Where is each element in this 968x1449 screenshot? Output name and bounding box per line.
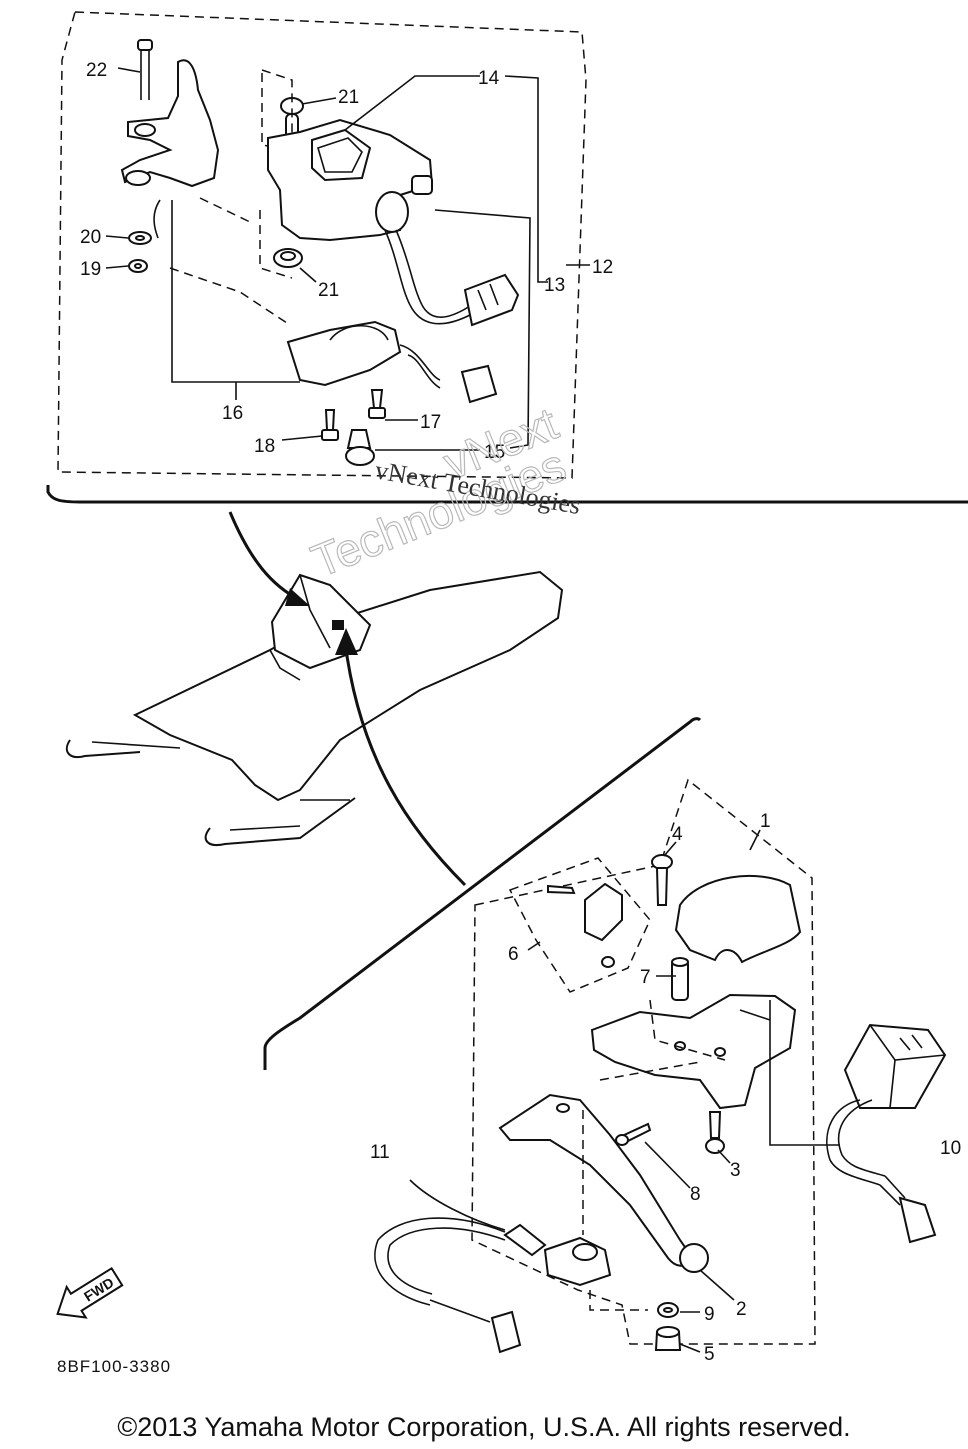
part-label-21-lower: 21 [318, 280, 339, 301]
part-label-10: 10 [940, 1138, 961, 1159]
part-label-18: 18 [254, 436, 275, 457]
snowmobile-illustration [65, 570, 564, 846]
subassembly-6 [508, 857, 651, 993]
part-label-3: 3 [730, 1160, 741, 1181]
part-label-16: 16 [222, 403, 243, 424]
part-label-17: 17 [420, 412, 441, 433]
nut-5 [654, 1326, 682, 1351]
grommet-21-lower [259, 210, 303, 279]
watermark-line-2: Technologies [304, 438, 572, 587]
fwd-arrow-icon: FWD [56, 1266, 124, 1319]
part-label-19: 19 [80, 259, 101, 280]
screw-15 [345, 429, 375, 466]
part-label-7: 7 [640, 967, 651, 988]
bolt-3 [705, 1111, 725, 1154]
part-label-22: 22 [86, 60, 107, 81]
part-label-12: 12 [592, 257, 613, 278]
lower-leader-lines [409, 829, 840, 1353]
screw-8 [615, 1122, 652, 1146]
washer-9 [657, 1302, 679, 1318]
part-label-15: 15 [484, 442, 505, 463]
part-label-1: 1 [760, 811, 771, 832]
part-label-11: 11 [370, 1142, 390, 1163]
part-label-6: 6 [508, 944, 519, 965]
switch-cable-11 [374, 1217, 612, 1354]
upper-assembly: 22 21 14 20 19 21 13 12 16 17 18 15 [57, 11, 613, 479]
upper-leader-lines [105, 67, 590, 451]
copyright-notice: ©2013 Yamaha Motor Corporation, U.S.A. A… [117, 1412, 851, 1442]
part-label-4: 4 [672, 824, 683, 845]
part-label-14: 14 [478, 68, 500, 89]
part-label-13: 13 [544, 275, 565, 296]
diagram-code: 8BF100-3380 [57, 1357, 172, 1376]
callout-border-diagonal [263, 717, 702, 1070]
switch-cover-16 [286, 320, 498, 404]
part-label-9: 9 [704, 1304, 715, 1325]
washer-20 [128, 231, 152, 245]
mounting-bracket [120, 59, 220, 239]
part-label-20: 20 [80, 227, 101, 248]
location-arrows [228, 511, 467, 887]
module-10 [826, 1023, 947, 1244]
collar-7 [671, 957, 689, 1001]
part-label-8: 8 [690, 1184, 701, 1205]
nut-19 [128, 259, 148, 273]
bolt-22 [137, 39, 153, 100]
part-label-2: 2 [736, 1299, 747, 1320]
lever-cover [674, 874, 802, 964]
watermark: vNext Technologies vNext Technologies [304, 396, 583, 588]
callout-border-top [46, 485, 968, 504]
part-label-21-upper: 21 [338, 87, 359, 108]
lower-assembly: 1 4 6 7 10 11 3 8 2 9 5 [370, 778, 961, 1365]
screw-17 [368, 389, 386, 419]
part-label-5: 5 [704, 1344, 715, 1365]
screw-18 [321, 409, 339, 441]
switch-housing [267, 118, 520, 327]
brake-lever-2 [498, 1093, 709, 1273]
bolt-4 [651, 854, 673, 906]
